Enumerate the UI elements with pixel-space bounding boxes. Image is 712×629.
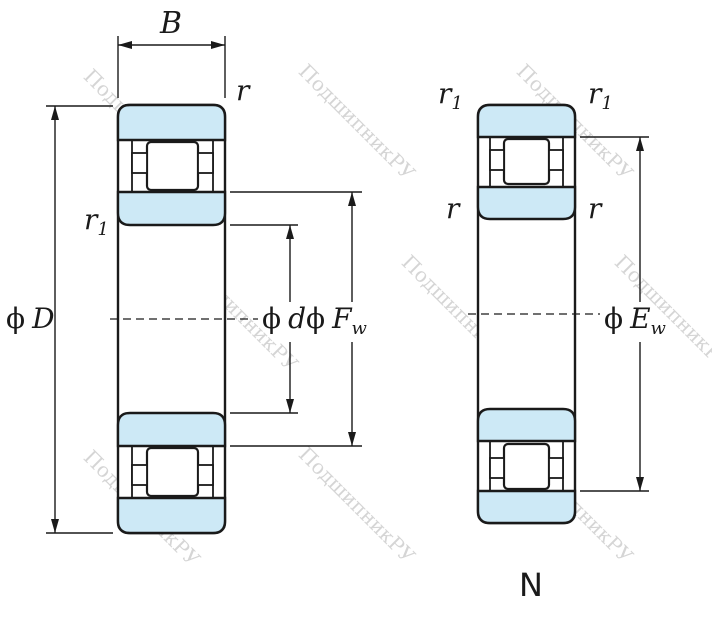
r-mid-left-label: r [446, 192, 461, 225]
d-outer-arrow-bottom [51, 519, 59, 533]
right-bottom-cage-left [489, 457, 505, 479]
left-bearing-figure [110, 103, 258, 535]
left-inner-ring-top-section [116, 190, 227, 227]
r1-top-left-label: r1 [438, 77, 463, 114]
right-outer-ring-bottom-section [476, 489, 577, 525]
bearing-type-label: N [519, 566, 543, 604]
right-top-cage-right [548, 149, 564, 171]
left-bottom-cage-left [131, 464, 148, 486]
b-width-label: B [159, 6, 182, 41]
r-chamfer-label: r [236, 74, 251, 107]
left-bottom-roller [145, 446, 200, 498]
right-bearing-figure [468, 103, 600, 525]
watermark-text: ПодшипникРУ [610, 250, 712, 376]
ew-arrow-bottom [636, 477, 644, 491]
r1-chamfer-label: r1 [84, 203, 109, 240]
right-top-roller [502, 137, 551, 186]
b-arrow-right [211, 41, 225, 49]
d-bore-arrow-bottom [286, 399, 294, 413]
left-outer-ring-top-section [116, 103, 227, 142]
right-bottom-cage-right [548, 457, 564, 479]
d-outer-arrow-top [51, 106, 59, 120]
fw-arrow-top [348, 192, 356, 206]
left-outer-ring-bottom-section [116, 496, 227, 535]
right-top-cage-left [489, 149, 505, 171]
right-outer-ring-top-section [476, 103, 577, 139]
fw-arrow-bottom [348, 432, 356, 446]
watermark-text: ПодшипникРУ [294, 442, 420, 568]
left-inner-ring-bottom-section [116, 411, 227, 448]
left-top-roller [145, 140, 200, 192]
left-bottom-cage-right [197, 464, 214, 486]
d-bore-arrow-top [286, 225, 294, 239]
right-bottom-roller [502, 442, 551, 491]
left-top-cage-left [131, 152, 148, 174]
b-arrow-left [118, 41, 132, 49]
right-inner-ring-top-section [476, 185, 577, 221]
r-mid-right-label: r [588, 192, 603, 225]
right-inner-ring-bottom-section [476, 407, 577, 443]
r1-top-right-label: r1 [588, 77, 613, 114]
ew-arrow-top [636, 137, 644, 151]
left-top-cage-right [197, 152, 214, 174]
watermark-text: ПодшипникРУ [294, 59, 420, 185]
